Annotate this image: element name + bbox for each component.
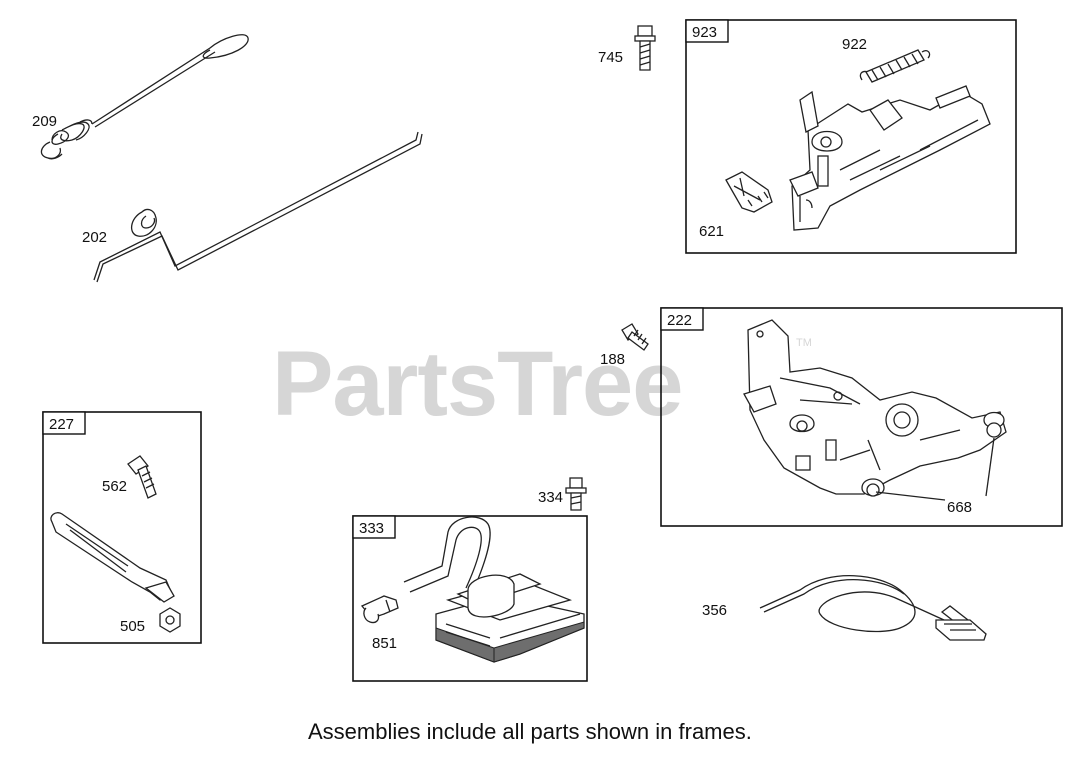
label-621: 621	[699, 223, 724, 240]
part-334-bolt[interactable]	[565, 477, 587, 511]
label-668: 668	[947, 499, 972, 516]
part-745-bolt[interactable]	[634, 25, 656, 71]
part-202-rod[interactable]	[93, 131, 423, 283]
label-209: 209	[32, 113, 57, 130]
part-333-ignition-coil[interactable]	[403, 516, 585, 663]
part-621-clip[interactable]	[725, 171, 773, 213]
part-562-bolt[interactable]	[127, 455, 157, 499]
label-562: 562	[102, 478, 127, 495]
watermark: PartsTree	[272, 333, 682, 435]
label-188: 188	[600, 351, 625, 368]
frame-923[interactable]: 923	[685, 19, 1017, 254]
label-745: 745	[598, 49, 623, 66]
part-222-throttle-bracket[interactable]	[743, 319, 1007, 497]
footer-note: Assemblies include all parts shown in fr…	[308, 719, 752, 744]
part-923-control-bracket[interactable]	[789, 85, 991, 231]
frame-222[interactable]: 222	[660, 307, 1063, 527]
label-922: 922	[842, 36, 867, 53]
label-202: 202	[82, 229, 107, 246]
leader-668-a	[875, 491, 946, 501]
leader-668-b	[985, 437, 995, 497]
frame-333[interactable]: 333	[352, 515, 588, 682]
watermark-trademark: TM	[796, 337, 812, 349]
frame-222-id: 222	[667, 312, 692, 329]
part-851-connector[interactable]	[360, 595, 399, 624]
frame-227[interactable]: 227	[42, 411, 202, 644]
part-188-bolt[interactable]	[621, 323, 649, 351]
part-356-ground-wire[interactable]	[759, 575, 987, 641]
part-922-spring[interactable]	[859, 49, 931, 83]
label-851: 851	[372, 635, 397, 652]
part-505-nut[interactable]	[159, 607, 181, 633]
frame-923-id: 923	[692, 24, 717, 41]
label-505: 505	[120, 618, 145, 635]
label-356: 356	[702, 602, 727, 619]
part-227-lever[interactable]	[50, 512, 175, 603]
label-334: 334	[538, 489, 563, 506]
frame-333-id: 333	[359, 520, 384, 537]
frame-227-id: 227	[49, 416, 74, 433]
part-209-spring[interactable]	[40, 34, 249, 160]
